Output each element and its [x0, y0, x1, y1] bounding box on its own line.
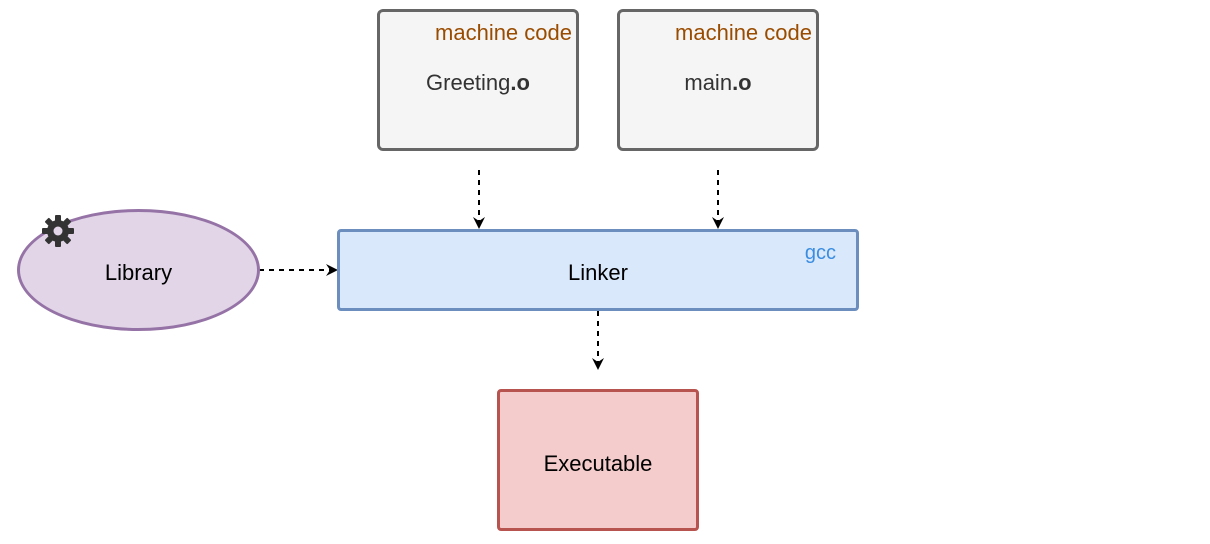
- executable-label: Executable: [543, 451, 653, 476]
- gear-icon: [42, 215, 74, 247]
- machine-code-tag: machine code: [435, 20, 572, 45]
- greeting-object-file-node: machine code Greeting.o: [377, 9, 579, 151]
- file-name-stem: main: [684, 70, 733, 95]
- executable-node: Executable: [497, 389, 699, 531]
- linker-label: Linker: [568, 260, 628, 285]
- machine-code-tag: machine code: [675, 20, 812, 45]
- gcc-tool-label: gcc: [804, 242, 836, 264]
- library-label: Library: [104, 260, 173, 285]
- file-extension: .o: [510, 70, 530, 95]
- linker-node: gcc Linker: [337, 229, 859, 311]
- main-object-file-node: machine code main.o: [617, 9, 819, 151]
- file-name-stem: Greeting: [426, 70, 511, 95]
- main-object-file-name: main.o: [620, 70, 816, 96]
- greeting-object-file-name: Greeting.o: [380, 70, 576, 96]
- file-extension: .o: [732, 70, 752, 95]
